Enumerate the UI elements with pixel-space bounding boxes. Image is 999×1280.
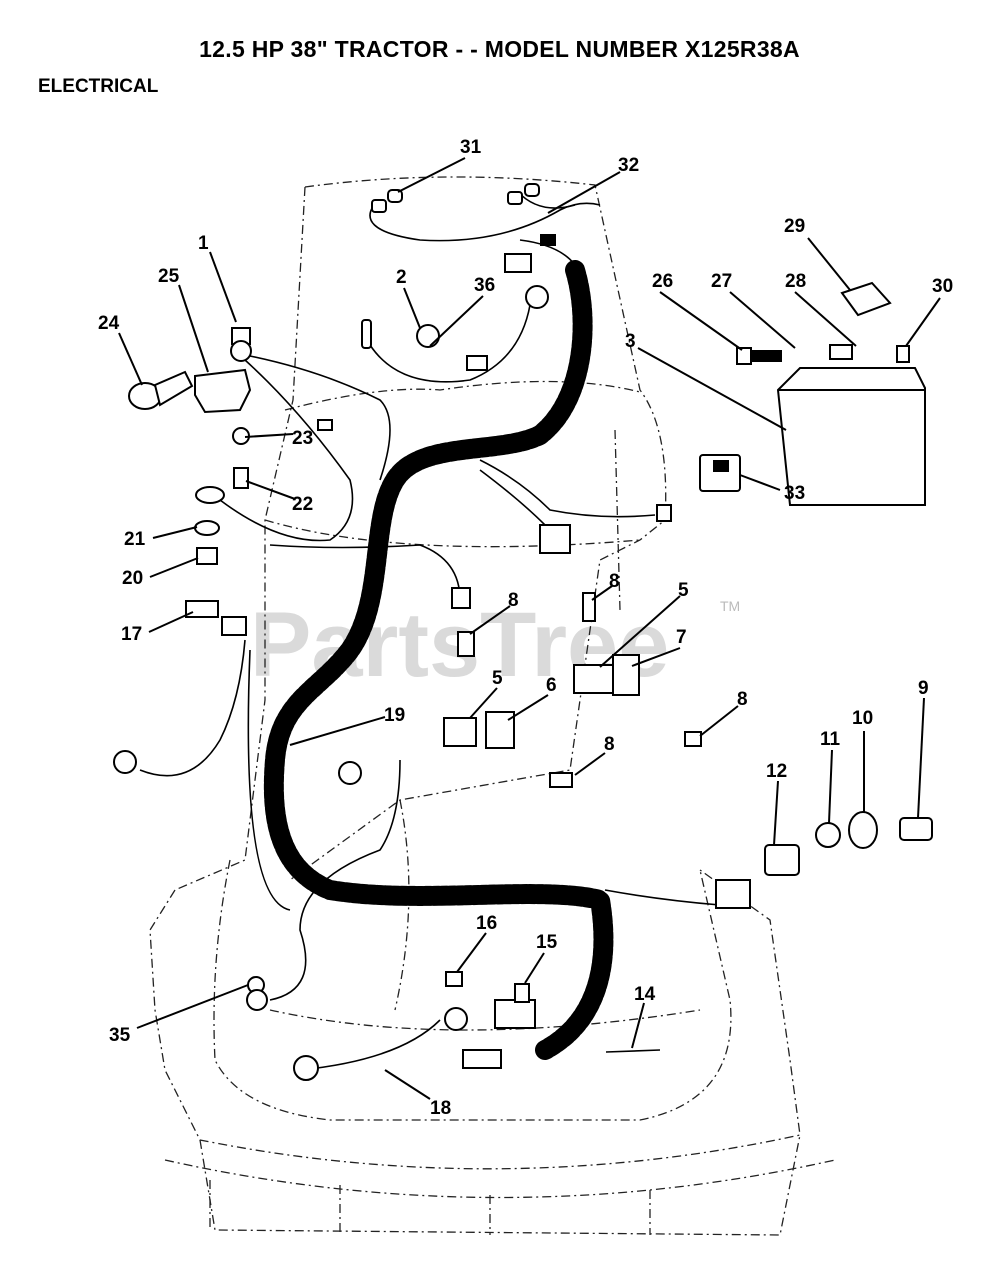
diagram-title: 12.5 HP 38" TRACTOR - - MODEL NUMBER X12… <box>199 36 800 62</box>
wires <box>139 191 721 1071</box>
callout-14: 14 <box>634 984 656 1005</box>
callout-30: 30 <box>932 276 953 297</box>
callout-18: 18 <box>430 1098 451 1119</box>
callout-31: 31 <box>460 137 482 158</box>
callout-10: 10 <box>852 708 873 729</box>
tractor-outline <box>149 176 836 1236</box>
section-label: ELECTRICAL <box>38 76 159 97</box>
callout-8-b: 8 <box>609 571 620 592</box>
callout-17: 17 <box>121 624 142 645</box>
watermark-tm: TM <box>720 598 740 614</box>
callout-6: 6 <box>546 675 557 696</box>
callout-3: 3 <box>625 331 636 352</box>
callout-15: 15 <box>536 932 558 953</box>
callout-22: 22 <box>292 494 313 515</box>
callout-19: 19 <box>384 705 405 726</box>
callout-33: 33 <box>784 483 805 504</box>
callout-25: 25 <box>158 266 180 287</box>
callout-23: 23 <box>292 428 313 449</box>
callout-7: 7 <box>676 627 687 648</box>
callout-21: 21 <box>124 529 146 550</box>
callout-5-b: 5 <box>678 580 689 601</box>
callout-29: 29 <box>784 216 805 237</box>
callout-24: 24 <box>98 313 120 334</box>
callout-35: 35 <box>109 1025 131 1046</box>
callout-11: 11 <box>820 729 841 750</box>
coiled-harness <box>263 260 614 1060</box>
callout-26: 26 <box>652 271 673 292</box>
parts <box>113 183 933 1081</box>
callout-1: 1 <box>198 233 209 254</box>
callout-8-a: 8 <box>508 590 519 611</box>
callout-12: 12 <box>766 761 787 782</box>
callout-20: 20 <box>122 568 143 589</box>
callout-9: 9 <box>918 678 929 699</box>
callout-32: 32 <box>618 155 639 176</box>
callout-27: 27 <box>711 271 732 292</box>
leader-lines <box>118 157 941 1100</box>
callout-8-c: 8 <box>737 689 748 710</box>
callout-28: 28 <box>785 271 806 292</box>
callout-16: 16 <box>476 913 497 934</box>
callout-5-a: 5 <box>492 668 503 689</box>
callout-labels: 31 32 1 2 36 25 24 23 22 21 20 17 19 8 8… <box>98 137 953 1119</box>
callout-8-d: 8 <box>604 734 615 755</box>
callout-36: 36 <box>474 275 495 296</box>
callout-2: 2 <box>396 267 407 288</box>
